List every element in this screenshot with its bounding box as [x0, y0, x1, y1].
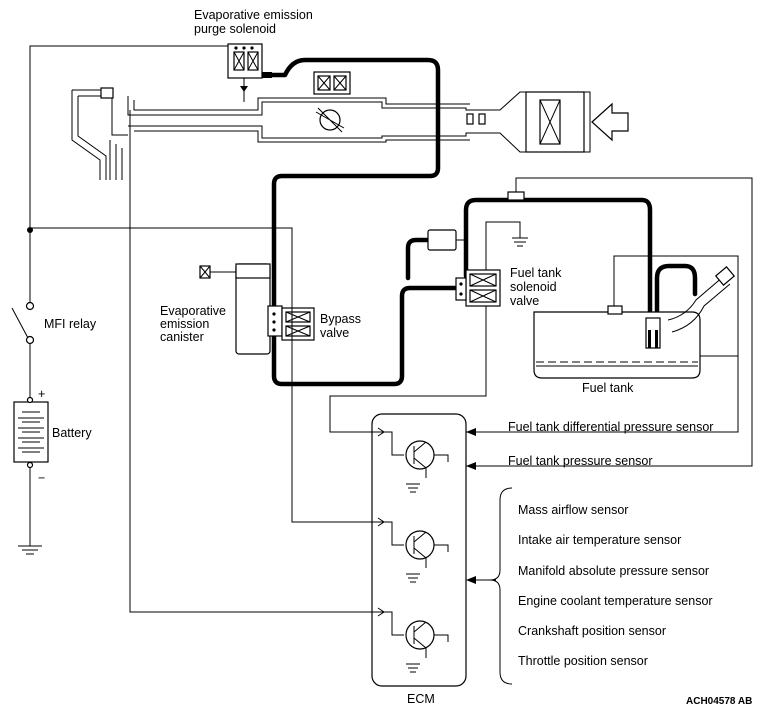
evap-canister	[199, 263, 283, 355]
tank-valve-hose-branch	[405, 237, 433, 281]
tank-pressure-sensor-label: Fuel tank pressure sensor	[508, 454, 653, 468]
figure-code: ACH04578 AB	[686, 696, 752, 707]
fuel-tank-label: Fuel tank	[582, 381, 634, 395]
mfi-relay-label: MFI relay	[44, 317, 97, 331]
canister-label-1: Evaporative	[160, 304, 226, 318]
fuel-tank	[533, 266, 736, 379]
airflow-arrow-icon	[591, 102, 629, 142]
sensor-input-label: Crankshaft position sensor	[518, 624, 666, 638]
sensor-input-label: Engine coolant temperature sensor	[518, 594, 713, 608]
tank-valve-hose-upper	[463, 197, 653, 325]
battery-label: Battery	[52, 426, 92, 440]
canister-label-2: emission	[160, 317, 209, 331]
sensor-input-label: Manifold absolute pressure sensor	[518, 564, 709, 578]
sensor-input-label: Intake air temperature sensor	[518, 533, 681, 547]
battery-plus-label: +	[38, 387, 45, 401]
tank-solenoid-label-2: solenoid	[510, 280, 557, 294]
purge-solenoid-label-2: purge solenoid	[194, 22, 276, 36]
battery	[13, 396, 49, 555]
wire-main-feed	[29, 45, 229, 228]
diff-pressure-sensor-label: Fuel tank differential pressure sensor	[508, 420, 713, 434]
tank-vent-hose	[654, 263, 698, 323]
canister-to-tank-hose	[271, 285, 465, 387]
battery-minus-label: −	[38, 471, 45, 485]
bypass-valve-label-1: Bypass	[320, 312, 361, 326]
arrow-diff-pressure-icon	[466, 428, 476, 436]
bypass-valve-label-2: valve	[320, 326, 349, 340]
sensor-input-label: Mass airflow sensor	[518, 503, 628, 517]
tank-solenoid-label-3: valve	[510, 294, 539, 308]
ecm-unit	[370, 413, 496, 687]
bypass-valve	[281, 307, 315, 341]
sensor-input-label: Throttle position sensor	[518, 654, 648, 668]
purge-hose	[267, 57, 441, 308]
purge-solenoid	[227, 43, 272, 102]
inline-filter	[427, 229, 457, 251]
arrow-sensor-group-icon	[466, 576, 476, 584]
arrow-tank-pressure-icon	[466, 462, 476, 470]
mfi-relay	[11, 230, 35, 402]
tank-solenoid-label-1: Fuel tank	[510, 266, 562, 280]
sensor-brace	[489, 487, 513, 685]
fuel-tank-solenoid-valve	[455, 269, 501, 307]
purge-solenoid-label-1: Evaporative emission	[194, 8, 313, 22]
ecm-label: ECM	[407, 692, 435, 706]
intake-manifold	[71, 71, 629, 180]
canister-label-3: canister	[160, 330, 204, 344]
